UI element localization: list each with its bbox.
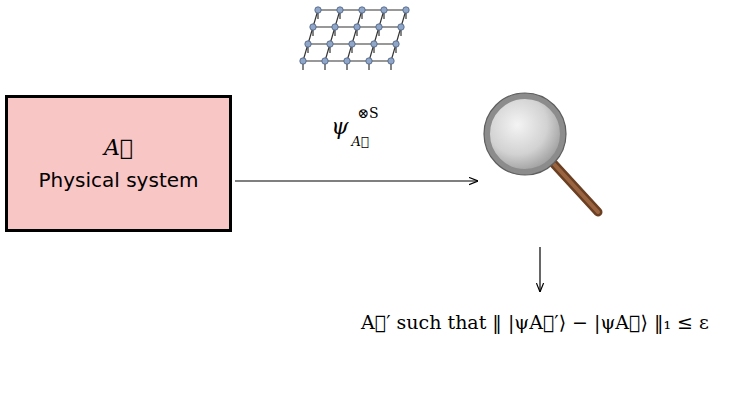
flow-arrow xyxy=(235,180,478,181)
symbol-label: A⃗ xyxy=(104,135,133,160)
box-label: Physical system xyxy=(38,168,198,192)
tensor-power: ⊗S xyxy=(357,106,378,120)
magnifying-glass xyxy=(484,93,598,212)
state-subscript: A⃗ xyxy=(351,135,368,148)
result-statement: A⃗′ such that ‖ |ψA⃗′⟩ − |ψA⃗⟩ ‖₁ ≤ ε xyxy=(361,313,709,332)
flow-arrow xyxy=(539,247,540,292)
state-symbol: ψ xyxy=(331,116,348,138)
spin-lattice xyxy=(300,7,409,70)
system-box: A⃗ Physical system xyxy=(5,95,232,232)
